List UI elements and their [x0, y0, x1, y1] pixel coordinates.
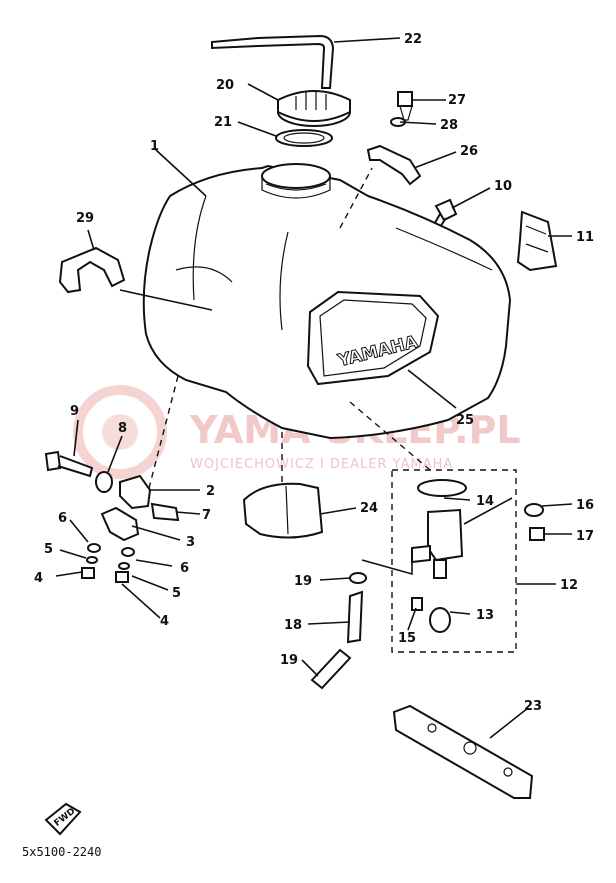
- callout-20: 20: [216, 78, 234, 93]
- callout-28: 28: [440, 118, 458, 133]
- callout-4-left: 4: [34, 571, 43, 586]
- callout-13: 13: [476, 608, 494, 623]
- callout-8: 8: [118, 421, 127, 436]
- callout-6-left: 6: [58, 511, 67, 526]
- callout-4-right: 4: [160, 614, 169, 629]
- part-12-assembly-box: [391, 469, 517, 653]
- callout-18: 18: [284, 618, 302, 633]
- part-11-emblem: [516, 210, 558, 272]
- callout-14: 14: [476, 494, 494, 509]
- callout-11: 11: [576, 230, 594, 245]
- callout-19-upper: 19: [294, 574, 312, 589]
- part-8-washer: [95, 471, 113, 493]
- part-19-clip-upper: [349, 572, 367, 584]
- callout-12: 12: [560, 578, 578, 593]
- callout-9: 9: [70, 404, 79, 419]
- part-24-cover: [242, 482, 324, 539]
- callout-5-right: 5: [172, 586, 181, 601]
- callout-3: 3: [186, 535, 195, 550]
- fasteners-left: [81, 543, 135, 583]
- part-20-cap: [277, 90, 351, 127]
- part-16-washer: [524, 503, 544, 517]
- part-7-damper: [150, 502, 180, 522]
- fwd-arrow-icon: FWD: [44, 802, 82, 836]
- part-2-bracket: [119, 474, 152, 510]
- callout-22: 22: [404, 32, 422, 47]
- part-1-tank: YAMAHA: [142, 163, 512, 440]
- part-29-clamp: [58, 246, 126, 294]
- callout-16: 16: [576, 498, 594, 513]
- callout-17: 17: [576, 529, 594, 544]
- callout-1: 1: [150, 139, 159, 154]
- part-15-screw: [411, 597, 423, 611]
- callout-7: 7: [202, 508, 211, 523]
- ref-line: [147, 375, 179, 493]
- diagram-code: 5x5100-2240: [22, 845, 101, 859]
- callout-27: 27: [448, 93, 466, 108]
- callout-5-left: 5: [44, 542, 53, 557]
- watermark-dealer: WOJCIECHOWICZ I DEALER YAMAHA: [190, 457, 453, 472]
- part-13-bowl: [429, 607, 451, 633]
- callout-19-lower: 19: [280, 653, 298, 668]
- part-26-bracket: [366, 144, 422, 186]
- callout-23: 23: [524, 699, 542, 714]
- part-9-bolt: [44, 450, 94, 478]
- callouts: 22 20 21 1 27 28 26 10 11 29 25 9 8 2 7 …: [34, 32, 594, 714]
- watermark-logo: [73, 385, 167, 479]
- callout-15: 15: [398, 631, 416, 646]
- callout-2: 2: [206, 484, 215, 499]
- leader-lines: [55, 37, 573, 739]
- part-18-fuel-hose: [346, 590, 364, 644]
- part-3-bracket: [100, 506, 140, 542]
- part-27-bolt: [397, 91, 413, 121]
- part-23-plate: [392, 704, 534, 799]
- ref-line: [339, 167, 373, 229]
- callout-26: 26: [460, 144, 478, 159]
- callout-29: 29: [76, 211, 94, 226]
- callout-25: 25: [456, 413, 474, 428]
- part-12-fuel-cock: [411, 508, 464, 579]
- callout-10: 10: [494, 179, 512, 194]
- callout-24: 24: [360, 501, 378, 516]
- callout-6-right: 6: [180, 561, 189, 576]
- part-14-gasket: [417, 479, 467, 497]
- part-19-clip-lower: [310, 648, 352, 690]
- callout-21: 21: [214, 115, 232, 130]
- part-17-screw: [529, 527, 545, 541]
- part-22-hose: [211, 34, 335, 89]
